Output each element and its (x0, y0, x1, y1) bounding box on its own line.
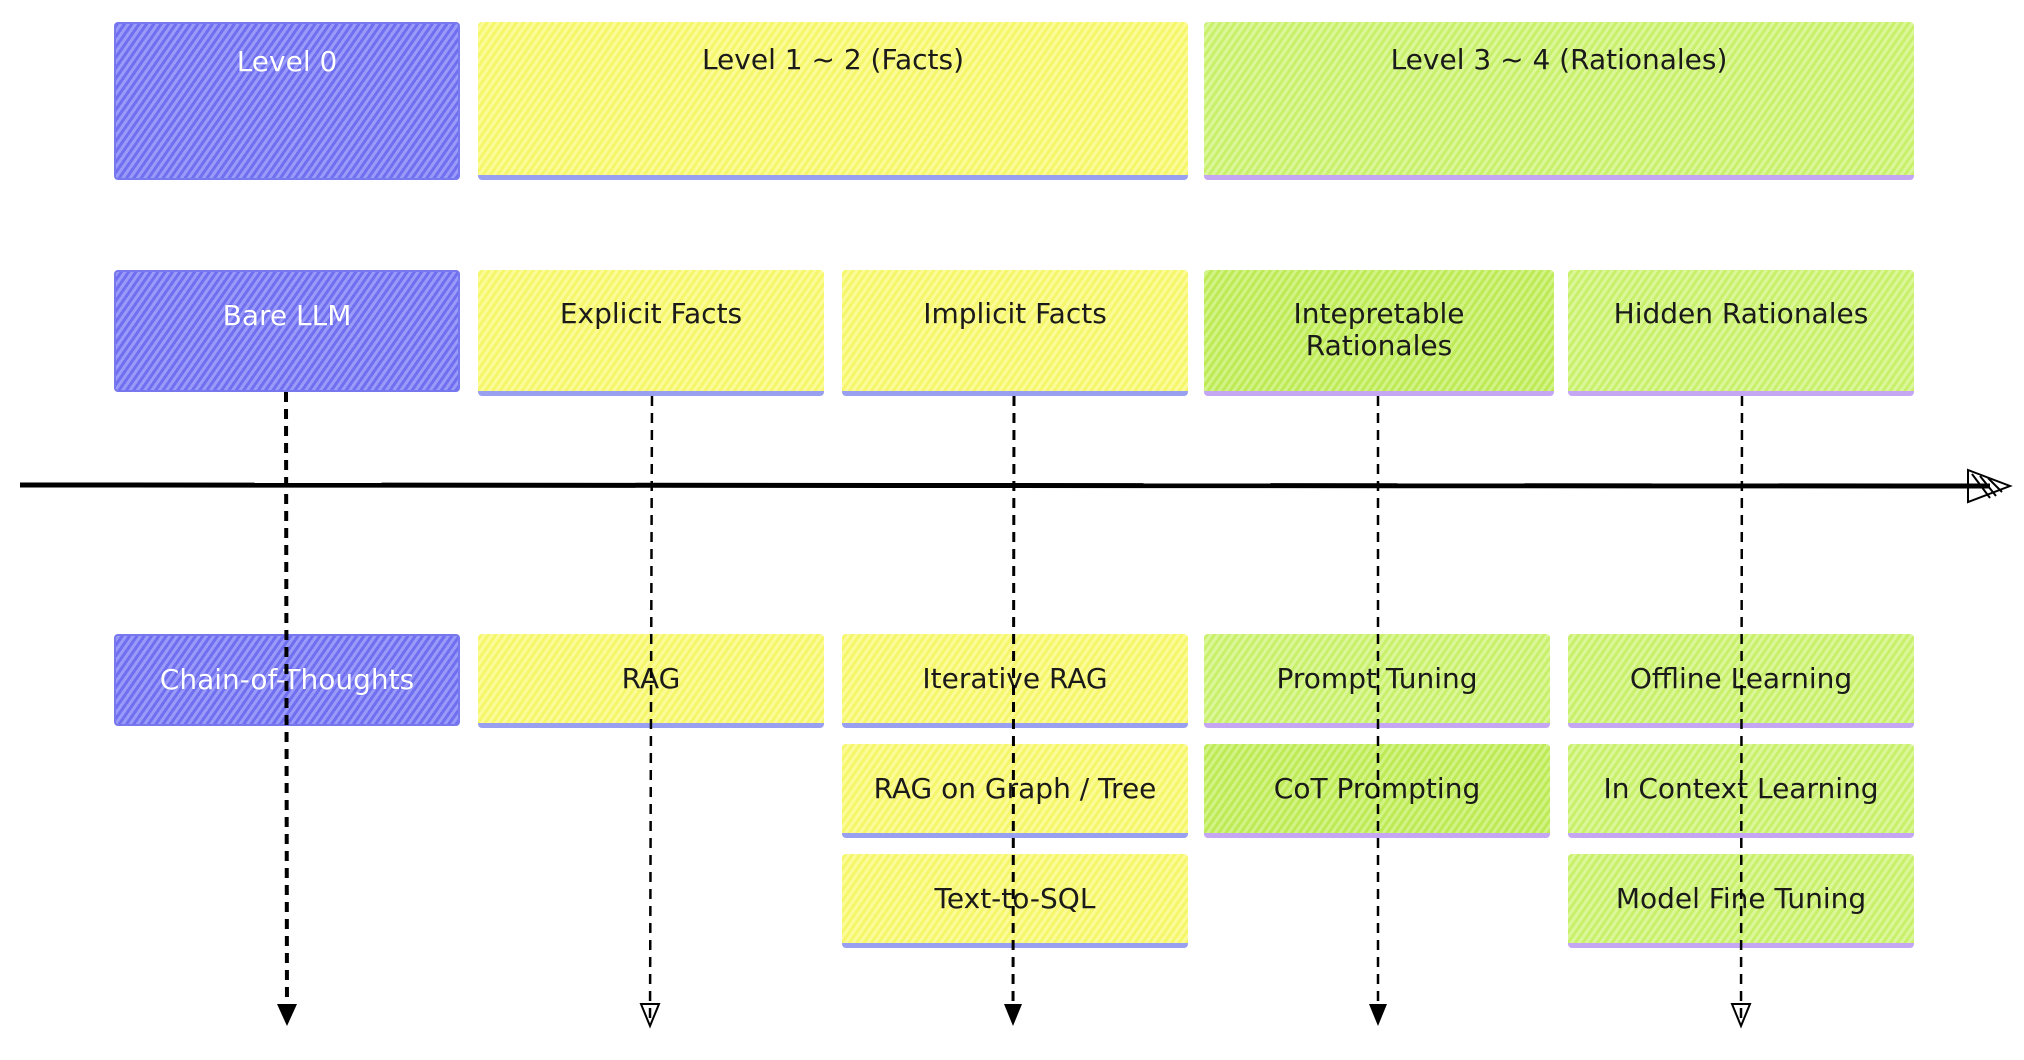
implicit-facts-box: Implicit Facts (842, 270, 1188, 396)
chain-of-thoughts-box: Chain-of-Thoughts (114, 634, 460, 726)
offline-learning-label: Offline Learning (1629, 661, 1853, 695)
iterative-rag-label: Iterative RAG (922, 661, 1108, 695)
hidden-rationales-box: Hidden Rationales (1568, 270, 1914, 396)
explicit-facts-label: Explicit Facts (559, 297, 743, 330)
level-1-2-label: Level 1 ~ 2 (Facts) (701, 43, 965, 76)
interpretable-rationales-box: Intepretable Rationales (1204, 270, 1554, 396)
interpretable-rationales-label: Intepretable Rationales (1293, 297, 1465, 362)
chain-of-thoughts-label: Chain-of-Thoughts (159, 663, 415, 696)
level-0-label: Level 0 (236, 45, 338, 78)
in-context-learning-label: In Context Learning (1603, 771, 1879, 805)
bare-llm-box: Bare LLM (114, 270, 460, 392)
cot-prompting-box: CoT Prompting (1204, 744, 1550, 838)
rag-on-graph-tree-box: RAG on Graph / Tree (842, 744, 1188, 838)
level-1-2-box: Level 1 ~ 2 (Facts) (478, 22, 1188, 180)
horizontal-axis-line (19, 479, 1991, 489)
level-0-box: Level 0 (114, 22, 460, 180)
text-to-sql-label: Text-to-SQL (934, 881, 1096, 915)
hidden-rationales-label: Hidden Rationales (1613, 297, 1869, 330)
rag-label: RAG (621, 661, 681, 695)
model-fine-tuning-label: Model Fine Tuning (1615, 881, 1867, 915)
explicit-facts-box: Explicit Facts (478, 270, 824, 396)
prompt-tuning-box: Prompt Tuning (1204, 634, 1550, 728)
level-3-4-label: Level 3 ~ 4 (Rationales) (1390, 43, 1728, 76)
prompt-tuning-label: Prompt Tuning (1276, 661, 1478, 695)
axis-arrowhead (1967, 468, 2013, 504)
model-fine-tuning-box: Model Fine Tuning (1568, 854, 1914, 948)
offline-learning-box: Offline Learning (1568, 634, 1914, 728)
in-context-learning-box: In Context Learning (1568, 744, 1914, 838)
rag-on-graph-tree-label: RAG on Graph / Tree (873, 771, 1157, 805)
text-to-sql-box: Text-to-SQL (842, 854, 1188, 948)
bare-llm-label: Bare LLM (222, 299, 352, 332)
rag-box: RAG (478, 634, 824, 728)
implicit-facts-label: Implicit Facts (923, 297, 1107, 330)
iterative-rag-box: Iterative RAG (842, 634, 1188, 728)
cot-prompting-label: CoT Prompting (1273, 771, 1481, 805)
level-3-4-box: Level 3 ~ 4 (Rationales) (1204, 22, 1914, 180)
